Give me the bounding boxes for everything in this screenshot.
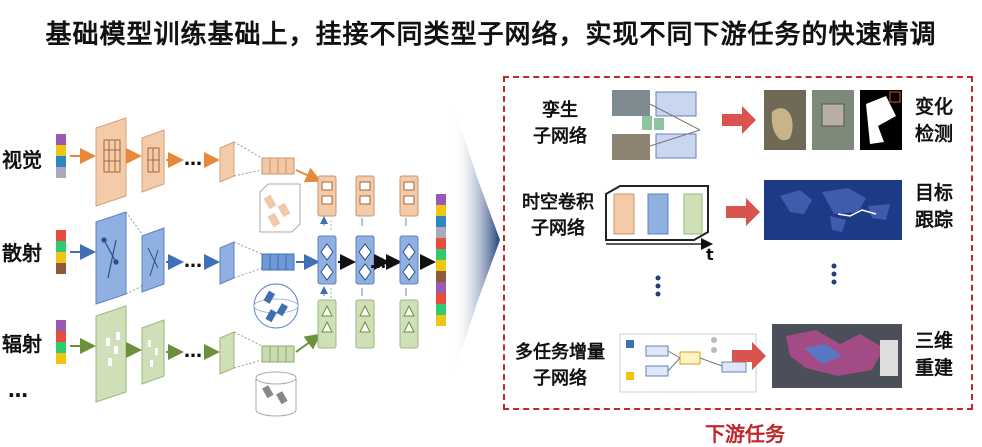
task-target-tracking-line2: 跟踪 — [914, 209, 953, 231]
task-3d-reconstruction-label: 三维 重建 — [910, 328, 958, 382]
input-label-scatter: 散射 — [2, 241, 42, 265]
subnet-siamese-line2: 子网络 — [533, 126, 587, 147]
subnet-spatiotemporal-line1: 时空卷积 — [522, 192, 594, 213]
task-target-tracking-label: 目标 跟踪 — [910, 180, 958, 234]
task-change-detection-line2: 检测 — [914, 123, 953, 145]
task-change-detection-line1: 变化 — [914, 96, 953, 118]
input-label-ellipsis: … — [8, 378, 28, 402]
downstream-tasks-caption: 下游任务 — [705, 422, 785, 446]
svg-text:…: … — [184, 251, 202, 272]
scatter-feature-sphere — [253, 283, 299, 329]
subnet-multitask-line2: 子网络 — [533, 368, 587, 389]
task-target-tracking-line1: 目标 — [914, 182, 953, 204]
task-3d-reconstruction-line1: 三维 — [914, 330, 953, 352]
spatiotemporal-subnet-figure: t — [605, 185, 714, 264]
scatter-branch: … — [70, 211, 320, 329]
change-detection-images — [764, 90, 902, 150]
downstream-box — [503, 76, 973, 410]
input-label-vision: 视觉 — [2, 148, 42, 172]
subnet-spatiotemporal-line2: 子网络 — [531, 218, 585, 239]
subnet-multitask-line1: 多任务增量 — [515, 342, 605, 363]
siamese-subnet-figure — [612, 90, 701, 160]
subnet-ellipsis — [655, 275, 661, 297]
task-change-detection-label: 变化 检测 — [910, 94, 958, 148]
scatter-token-strip — [56, 230, 66, 274]
target-tracking-map — [764, 180, 902, 240]
subnet-spatiotemporal-label: 时空卷积 子网络 — [510, 190, 606, 242]
fusion-blocks: … — [317, 175, 436, 349]
subnet-siamese-line1: 孪生 — [542, 100, 578, 121]
vision-branch: … — [70, 117, 322, 233]
radiation-token-strip — [56, 320, 66, 364]
3d-reconstruction-map — [772, 324, 902, 388]
svg-text:…: … — [370, 253, 386, 272]
task-3d-reconstruction-line2: 重建 — [914, 357, 953, 379]
task-ellipsis — [831, 263, 837, 285]
subnet-siamese-label: 孪生 子网络 — [520, 98, 600, 150]
time-axis-label: t — [706, 245, 714, 264]
arrow-change-detection — [722, 106, 756, 134]
page-title: 基础模型训练基础上，挂接不同类型子网络，实现不同下游任务的快速精调 — [45, 20, 937, 50]
fan-arrow — [452, 100, 500, 380]
arrow-3d-reconstruction — [732, 342, 766, 370]
radiation-branch: … — [70, 305, 322, 417]
subnet-multitask-label: 多任务增量 子网络 — [506, 340, 614, 392]
output-token-column — [436, 194, 446, 326]
radiation-feature-cylinder — [255, 371, 297, 417]
svg-text:…: … — [184, 341, 202, 362]
svg-text:…: … — [184, 149, 202, 170]
vision-token-strip — [56, 134, 66, 178]
vision-feature-cube — [259, 183, 301, 233]
input-label-radiation: 辐射 — [2, 332, 42, 356]
arrow-target-tracking — [726, 198, 760, 226]
multitask-subnet-figure — [619, 333, 757, 393]
